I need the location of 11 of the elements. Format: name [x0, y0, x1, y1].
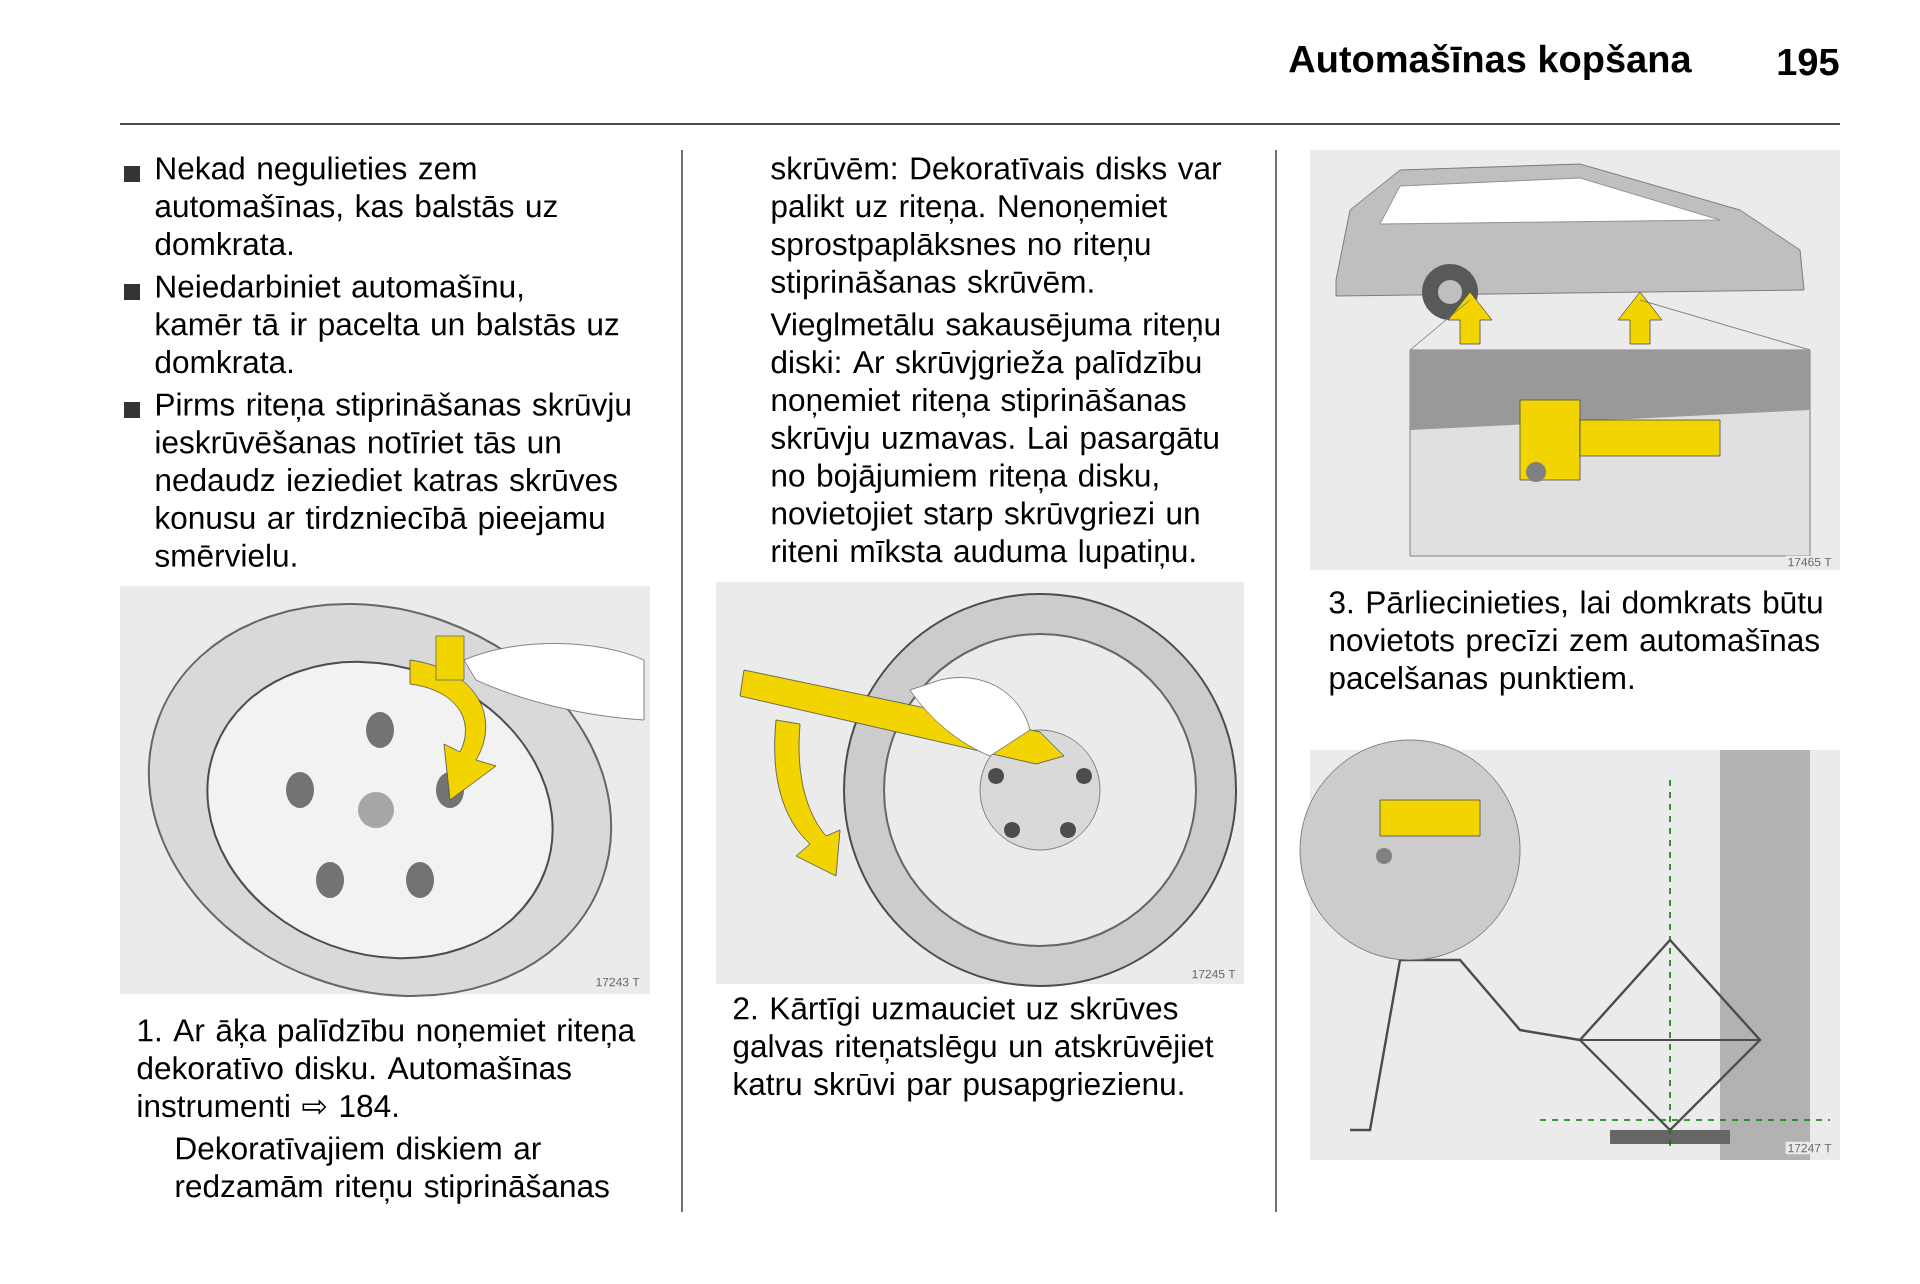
bullet-text: Pirms riteņa stiprināšanas skrūvju ieskrūvēšanas notīriet tās un nedaudz ieziediet katras skrūves konusu ar tirdzniecībā pieejamu smērvielu.	[155, 392, 630, 567]
paragraph-text: Vieglmetālu sakausējuma riteņu diski: Ar skrūvjgrieža palīdzību noņemiet riteņa stiprināšanas skrūvju uzmavas. Lai pasargātu no bojājumiem riteņa disku, novietojiet starp skrūvgriezi un riteni mīksta auduma lupatiņu.	[770, 312, 1220, 569]
page-number: 195	[1778, 48, 1839, 76]
paragraph-text: skrūvēm: Dekoratīvais disks var palikt uz riteņa. Nenoņemiet sprostpaplāksnes no riteņu stiprināšanas skrūvēm.	[771, 156, 1222, 300]
paragraph-text: 2. Kārtīgi uzmauciet uz skrūves galvas riteņatslēgu un atskrūvējiet katru skrūvi par pusapgriezienu.	[733, 996, 1214, 1102]
bullet-text: Neiedarbiniet automašīnu, kamēr tā ir pacelta un balstās uz domkrata.	[155, 274, 619, 374]
paragraph-text: 1. Ar āķa palīdzību noņemiet riteņa dekoratīvo disku. Automašīnas instrumenti ⇨ 184.	[137, 1018, 636, 1118]
bullet-text: Nekad negulieties zem automašīnas, kas balstās uz domkrata.	[155, 156, 557, 256]
paragraph-text: Dekoratīvajiem diskiem ar redzamām riteņu stiprināšanas	[176, 1136, 609, 1204]
page-heading: Automašīnas kopšana	[1289, 43, 1692, 81]
paragraph-text: 3. Pārliecinieties, lai domkrats būtu novietots precīzi zem automašīnas pacelšanas punktiem.	[1329, 590, 1822, 696]
